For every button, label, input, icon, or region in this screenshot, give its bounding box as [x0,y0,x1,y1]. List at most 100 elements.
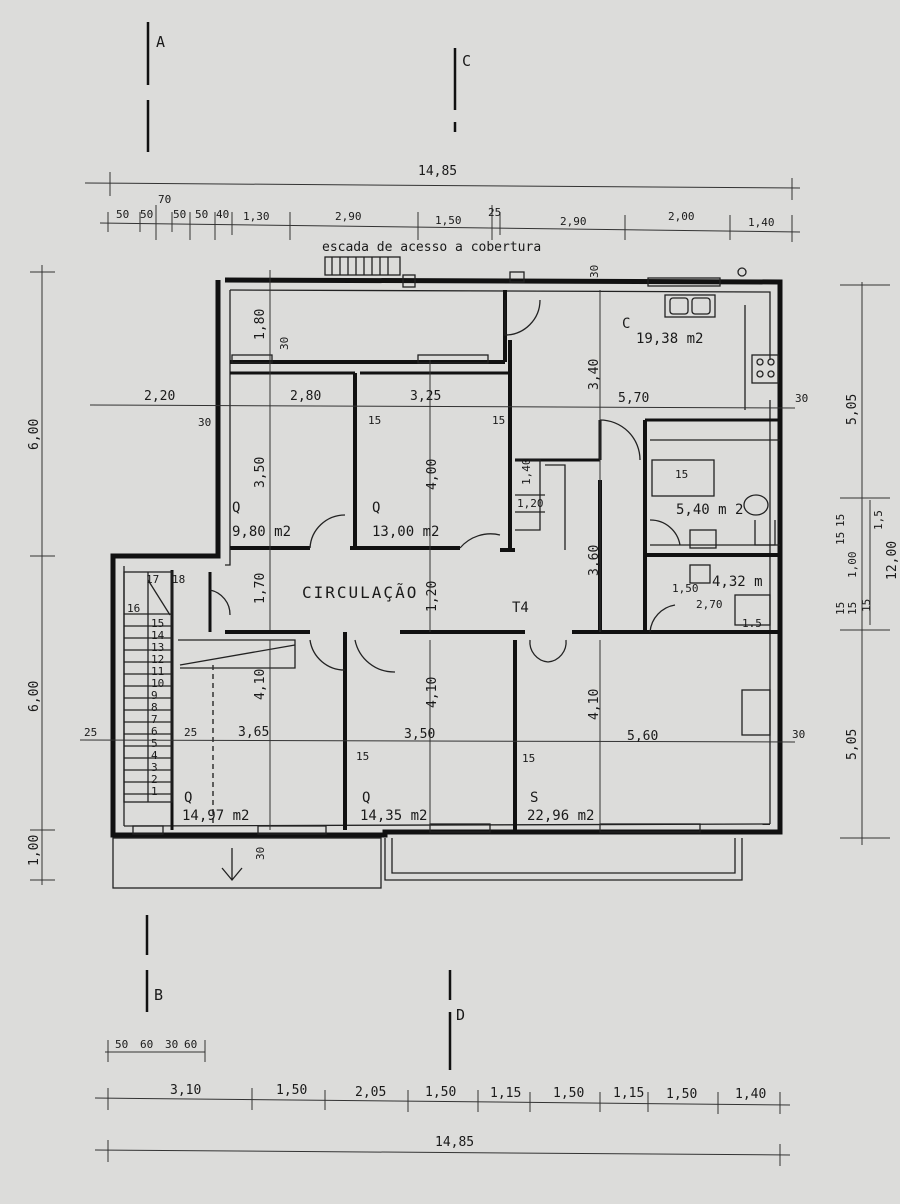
dim-30-right-lower: 30 [792,728,805,741]
bedroom-1-label: Q [232,500,240,516]
dim-5-60: 5,60 [627,729,658,744]
bottom-small-1: 50 [115,1038,128,1051]
section-marker-a: A [156,33,165,51]
bottom-dim-7: 1,15 [613,1086,644,1101]
main-staircase [123,571,296,825]
top-dim-5: 50 [195,208,208,221]
dim-1-20-b: 1,20 [517,497,544,510]
dim-30-right: 30 [795,392,808,405]
dim-15-c: 15 [356,750,369,763]
stair-num: 1 [151,785,158,798]
t4-label: T4 [512,600,529,616]
bottom-dim-8: 1,50 [666,1087,697,1102]
bottom-overall-dim: 14,85 [435,1135,474,1150]
stair-num: 8 [151,701,158,714]
balcony [112,837,743,889]
dim-2-70: 2,70 [696,598,723,611]
dim-30-v2: 30 [588,265,601,278]
circulation-label: CIRCULAÇÃO [302,583,418,602]
dim-3-50: 3,50 [253,457,268,488]
right-dim-upper: 5,05 [845,394,860,425]
stair-num: 14 [151,629,165,642]
dim-1-80: 1,80 [253,309,268,340]
top-dim-12: 2,00 [668,210,695,223]
section-marker-d: D [456,1006,465,1024]
top-dim-6: 40 [216,208,229,221]
dim-15-a: 15 [368,414,381,427]
dim-3-50-b: 3,50 [404,727,435,742]
stair-num: 12 [151,653,164,666]
stair-num: 7 [151,713,158,726]
dim-25-b: 25 [184,726,197,739]
dim-2-20: 2,20 [144,389,175,404]
bedroom-2-area: 13,00 m2 [372,524,439,540]
bedroom-4-area: 14,35 m2 [360,808,427,824]
stair-note: escada de acesso a cobertura [322,240,541,255]
bottom-dim-1: 3,10 [170,1083,201,1098]
dim-5-70: 5,70 [618,391,649,406]
dim-25-a: 25 [84,726,97,739]
bedroom-4-label: Q [362,790,370,806]
dim-4-10-c: 4,10 [587,689,602,720]
right-small-6: 15 [860,599,873,612]
dim-4-10-b: 4,10 [425,677,440,708]
dim-2-80: 2,80 [290,389,321,404]
bottom-dim-5: 1,15 [490,1086,521,1101]
bottom-dimension-lines [94,1040,791,1166]
bottom-dim-2: 1,50 [276,1083,307,1098]
top-dim-8: 2,90 [335,210,362,223]
right-small-1: 15 [834,532,847,545]
bedroom-3-label: Q [184,790,192,806]
kitchen-fixtures [664,267,779,384]
right-small-4: 15 [834,602,847,615]
dim-15-b: 15 [492,414,505,427]
dim-30-v: 30 [278,337,291,350]
side-dimension-lines [30,265,890,885]
section-cut-lines [145,22,457,1070]
top-overall-dim: 14,85 [418,164,457,179]
stair-num-17: 17 [146,573,159,586]
dim-ls: 1.5 [742,617,762,630]
left-dim-bottom: 1,00 [27,835,42,866]
top-dimension-lines [84,172,801,242]
stair-number-column: 15 14 13 12 11 10 9 8 7 6 5 4 3 2 1 [151,617,165,798]
interior-walls [170,290,780,830]
dim-3-65: 3,65 [238,725,269,740]
kitchen-area: 19,38 m2 [636,331,703,347]
dim-3-60: 3,60 [587,545,602,576]
top-dim-13: 1,40 [748,216,775,229]
stair-num: 9 [151,689,158,702]
bottom-dim-3: 2,05 [355,1085,386,1100]
pantry-block [515,459,566,550]
dim-1-40: 1,40 [520,459,533,486]
dim-15-bath: 15 [675,468,688,481]
dim-3-40: 3,40 [587,359,602,390]
stair-num: 3 [151,761,158,774]
bottom-dim-6: 1,50 [553,1086,584,1101]
bottom-dim-9: 1,40 [735,1087,766,1102]
right-small-3: 1,00 [846,552,859,579]
living-room-area: 22,96 m2 [527,808,594,824]
dim-3-25: 3,25 [410,389,441,404]
dim-1-70: 1,70 [253,573,268,604]
top-dim-3: 70 [158,193,171,206]
left-dim-upper: 6,00 [27,419,42,450]
bedroom-1-area: 9,80 m2 [232,524,291,540]
bottom-small-2: 60 [140,1038,153,1051]
stair-num: 15 [151,617,164,630]
top-dim-10: 25 [488,206,501,219]
door-swings [209,299,681,673]
stair-num: 6 [151,725,158,738]
stair-num: 2 [151,773,158,786]
dim-4-00: 4,00 [425,459,440,490]
roof-stair-hatch [324,256,401,276]
right-dim-lower: 5,05 [845,729,860,760]
dim-1-50: 1,50 [672,582,699,595]
stair-num-16: 16 [127,602,140,615]
dim-30-left: 30 [198,416,211,429]
section-marker-c: C [462,52,471,70]
top-dim-1: 50 [116,208,129,221]
kitchen-label: C [622,316,630,332]
bathroom-1-area: 5,40 m 2 [676,502,743,518]
dim-4-10-a: 4,10 [253,669,268,700]
